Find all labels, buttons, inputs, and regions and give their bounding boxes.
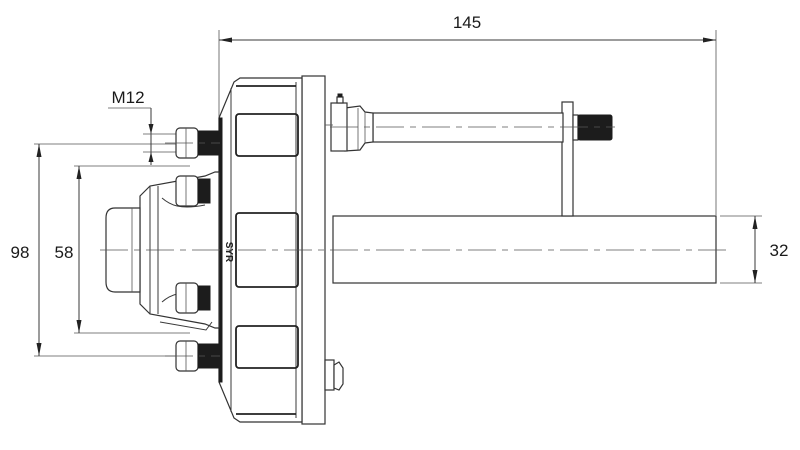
hub-logo: SYR (223, 242, 234, 263)
dimension-label-stud-thread: M12 (111, 88, 144, 107)
brake-cable-rod (330, 93, 564, 152)
dimension-label-bolt-circle: 98 (11, 243, 30, 262)
dimension-hub-cap: 58 (55, 165, 190, 334)
dimension-overall-length: 145 (218, 13, 717, 215)
cable-mount-bracket (561, 101, 574, 217)
axle-tube (332, 215, 717, 284)
wheel-nut (175, 282, 211, 314)
dimension-label-hub-cap: 58 (55, 243, 74, 262)
threaded-cable-end (572, 114, 613, 141)
brake-drum (218, 75, 344, 425)
dimension-stud-thread: M12 (108, 88, 200, 165)
centerlines (100, 126, 730, 357)
dimension-axle-tube: 32 (720, 215, 789, 284)
wheel-nut (175, 175, 211, 207)
dimension-bolt-circle: 98 (11, 143, 180, 357)
dimension-label-axle-tube: 32 (770, 241, 789, 260)
dimension-label-overall-length: 145 (453, 13, 481, 32)
